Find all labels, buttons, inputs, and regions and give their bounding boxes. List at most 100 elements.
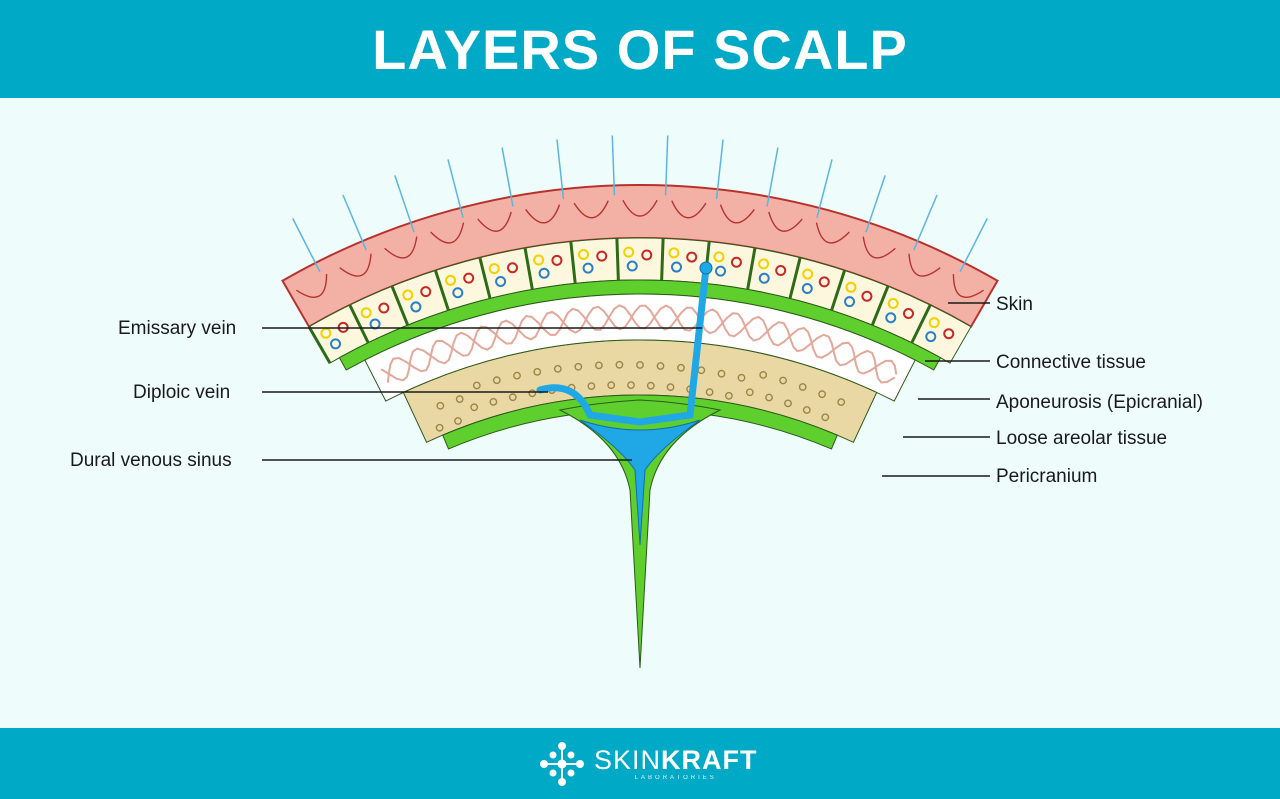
vessel [845,281,857,293]
vessel [818,276,830,288]
diploe-marking [513,371,521,380]
diploe-marking [607,381,616,390]
footer-banner: SKINKRAFT LABORATORIES [0,728,1280,799]
diploe-marking [779,376,787,385]
septum [830,269,846,311]
diploe-marking [574,362,583,371]
septum [390,285,410,326]
septum [746,247,757,290]
scalp-diagram: Emissary vein Diploic vein Dural venous … [70,135,1203,669]
dural-venous-sinus [579,419,701,546]
label-pericranium: Pericranium [996,466,1097,487]
diploe-marking [435,423,444,432]
diploe-marking [615,360,624,369]
vessel [623,246,635,258]
hair-shaft [292,218,321,273]
diploe-marking [759,370,768,379]
areolar-fiber [380,304,896,384]
hair-follicle [573,200,609,219]
hair-shaft [959,218,988,273]
diploe-marking [472,381,481,390]
hair-follicle [477,211,512,232]
label-dural-venous-sinus: Dural venous sinus [70,450,232,471]
vessel [410,301,422,313]
vessel [533,254,545,266]
diploe-marking [737,373,746,382]
vessel [686,251,698,263]
hair-follicle [430,222,465,244]
septum [910,304,932,344]
diploe-marking [587,382,596,390]
hair-follicle [622,199,658,217]
diagram-area: Emissary vein Diploic vein Dural venous … [0,98,1280,728]
septum [660,238,665,281]
hair-follicle [952,274,985,298]
hair-follicle [295,274,328,298]
diploe-marking [725,391,733,400]
hair-shaft [556,139,565,200]
vessel [801,282,813,294]
septum [615,238,620,281]
diploe-marking [595,361,603,370]
hair-shaft [342,194,367,251]
diploe-marking [508,393,517,402]
vessel [463,272,475,284]
hair-follicle [339,253,372,277]
title-banner: LAYERS OF SCALP [0,0,1280,98]
diploe-marking [818,390,826,399]
vessel [670,261,682,273]
septum [434,269,450,311]
vein-endpoint [699,261,713,275]
vessel [758,272,770,284]
vessel [715,265,727,277]
hair-follicle [671,200,707,219]
vessel [775,265,787,277]
molecule-logo-icon [540,742,584,786]
diploe-marking [677,363,685,372]
vessel [495,276,507,288]
diploe-marking [528,389,537,398]
vessel [507,262,519,274]
diploe-marking [533,367,542,376]
label-diploic-vein: Diploic vein [133,382,230,403]
vessel [445,274,457,286]
diploe-marking [798,383,807,391]
hair-shaft [611,135,616,196]
diploe-marking [492,376,501,385]
hair-follicle [525,204,561,224]
hair-follicle [815,222,850,244]
diploe-marking [837,398,846,406]
vessel [551,254,563,266]
septum [478,257,492,299]
vessel [844,296,856,308]
hair-shaft [715,139,724,200]
pericranium-layer [442,394,838,450]
vessel [903,308,915,320]
diploe-marking [454,417,462,425]
vessel [928,317,940,329]
vessel [578,248,590,260]
vessel [488,263,500,275]
brand-subtitle: LABORATORIES [634,775,717,781]
vessel [596,250,608,262]
diploe-marking [470,403,479,412]
diploe-marking [436,401,445,410]
diploe-marking [627,381,635,389]
vessel [802,268,814,280]
septum [788,257,802,299]
vessel [943,328,955,340]
diploe-marking [666,383,675,391]
brand-name-light: SKIN [594,745,662,775]
diploe-marking [717,369,726,378]
vessel [420,286,432,298]
label-connective-tissue: Connective tissue [996,352,1146,373]
diploe-marking [455,395,464,403]
vessel [730,256,742,268]
vessel [758,258,770,270]
vessel [582,262,594,274]
label-loose-areolar-tissue: Loose areolar tissue [996,428,1167,449]
diploe-marking [745,388,754,397]
septum [870,285,890,326]
vessel [538,267,550,279]
hair-shaft [394,175,415,233]
